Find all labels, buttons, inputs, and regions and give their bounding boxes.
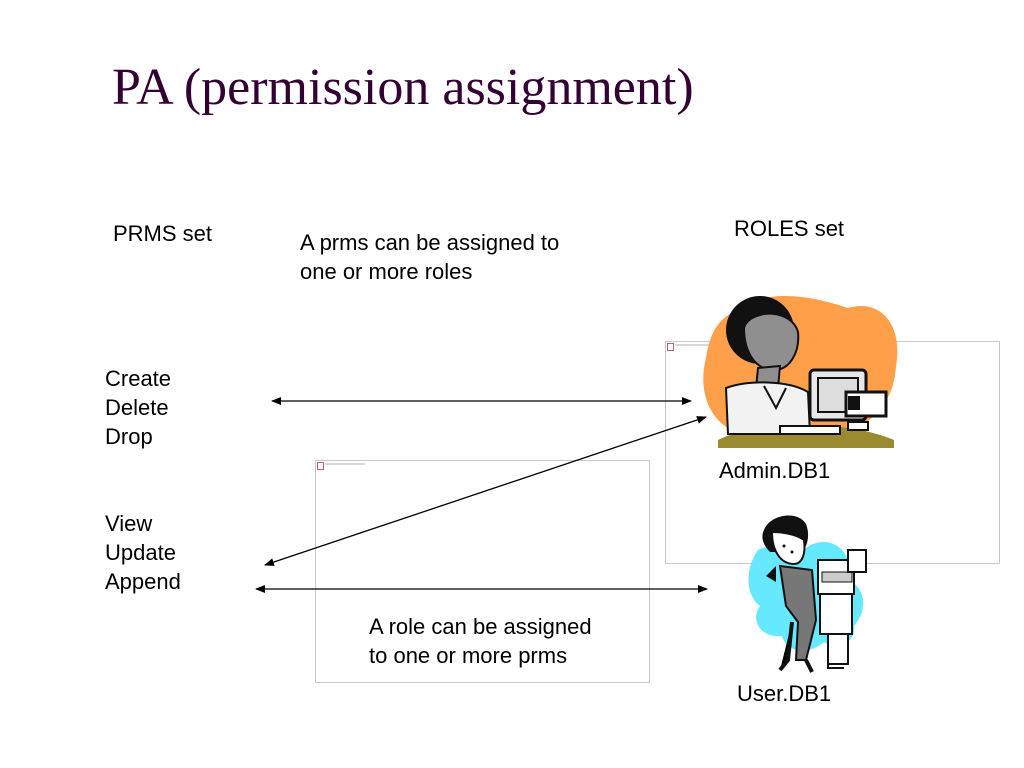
arrow-view-admin (264, 416, 707, 566)
roles-set-label: ROLES set (734, 216, 845, 241)
prms-set-label: PRMS set (113, 221, 213, 246)
role-user-label: User.DB1 (737, 681, 832, 706)
slide-title: PA (permission assignment) (112, 59, 694, 116)
permission-append: Append (105, 569, 181, 594)
prms-note: A prms can be assigned to one or more ro… (300, 228, 559, 286)
role-admin-label: Admin.DB1 (719, 458, 831, 483)
role-note: A role can be assigned to one or more pr… (369, 612, 592, 670)
role-note-line-1: A role can be assigned (369, 614, 592, 639)
permission-create: Create (105, 366, 172, 391)
permission-view: View (105, 511, 153, 536)
broken-image-icon (667, 343, 674, 351)
permission-group-2: View Update Append (105, 509, 181, 596)
permission-update: Update (105, 540, 176, 565)
prms-note-line-2: one or more roles (300, 259, 473, 284)
user-at-copier-icon (748, 515, 867, 673)
permission-drop: Drop (105, 424, 153, 449)
permission-delete: Delete (105, 395, 169, 420)
role-note-line-2: to one or more prms (369, 643, 568, 668)
prms-note-line-1: A prms can be assigned to (300, 230, 560, 255)
admin-at-computer-icon (703, 295, 898, 448)
permission-group-1: Create Delete Drop (105, 364, 171, 451)
